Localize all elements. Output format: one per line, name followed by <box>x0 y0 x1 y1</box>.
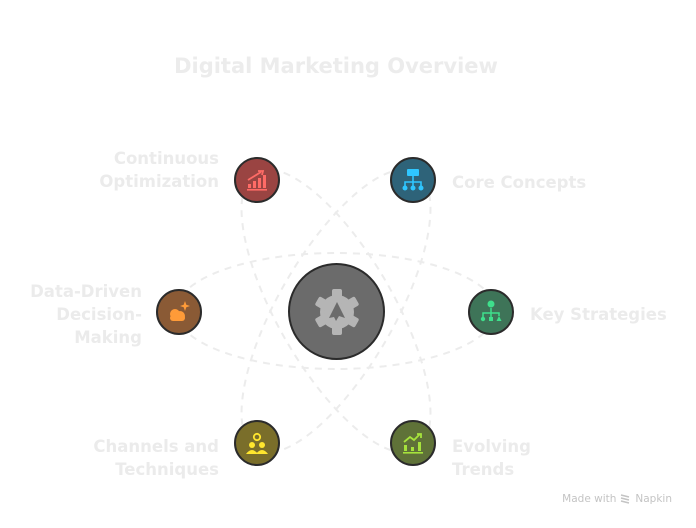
people-exchange-icon <box>246 432 268 454</box>
node-key-strategies <box>468 289 514 335</box>
label-line: Trends <box>452 460 515 479</box>
label-line: Continuous <box>113 149 219 168</box>
gear-icon <box>314 288 359 335</box>
label-line: Data-Driven <box>30 282 142 301</box>
node-channels-techniques <box>234 420 280 466</box>
page-title: Digital Marketing Overview <box>174 54 498 78</box>
strategy-tree-icon <box>480 300 502 322</box>
trend-chart-icon <box>403 433 423 454</box>
label-line: Evolving <box>452 437 531 456</box>
label-line: Making <box>74 328 142 347</box>
node-continuous-optimization <box>234 157 280 203</box>
label-line: Decision- <box>56 305 142 324</box>
node-label: Continuous Optimization <box>99 147 219 193</box>
node-label: Evolving Trends <box>452 435 531 481</box>
node-core-concepts <box>390 157 436 203</box>
hierarchy-icon <box>402 169 424 191</box>
label-line: Techniques <box>115 460 219 479</box>
napkin-credit: Made with Napkin <box>562 493 672 505</box>
center-node <box>288 263 385 360</box>
label-line: Key Strategies <box>530 305 667 324</box>
label-line: Optimization <box>99 172 219 191</box>
node-label: Core Concepts <box>452 171 586 194</box>
napkin-brand-text: Napkin <box>635 493 672 505</box>
napkin-logo-icon <box>621 494 630 504</box>
label-line: Core Concepts <box>452 173 587 192</box>
made-with-text: Made with <box>562 493 617 505</box>
node-evolving-trends <box>390 420 436 466</box>
node-label: Channels and Techniques <box>93 435 219 481</box>
node-label: Data-Driven Decision- Making <box>30 280 142 349</box>
label-line: Channels and <box>93 437 219 456</box>
node-data-driven <box>156 289 202 335</box>
cloud-sparkle-icon <box>170 301 190 321</box>
node-label: Key Strategies <box>530 303 667 326</box>
growth-chart-icon <box>247 170 267 191</box>
